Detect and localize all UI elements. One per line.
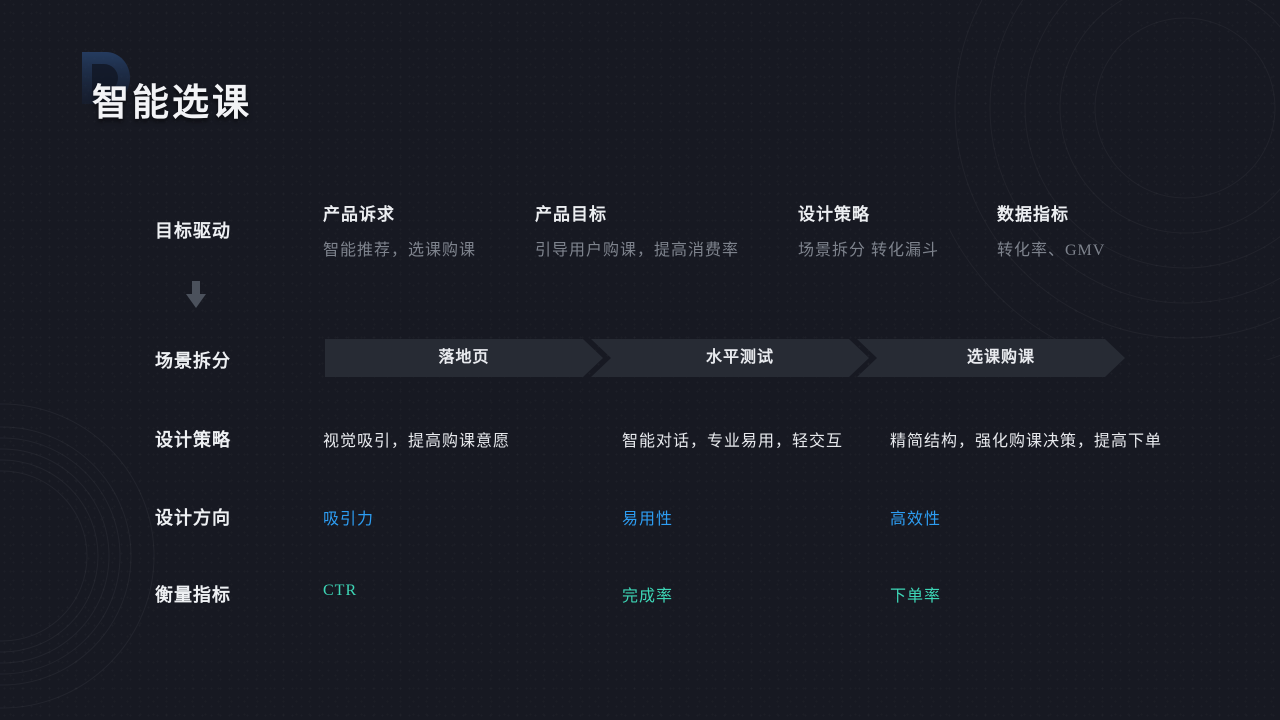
row-label-strategy: 设计策略 (155, 430, 231, 450)
direction-value: 高效性 (890, 511, 942, 528)
metric-value: 下单率 (890, 588, 942, 605)
stage-course-buy: 选课购课 (966, 349, 1035, 366)
strategy-value: 精简结构，强化购课决策，提高下单 (890, 433, 1163, 450)
concentric-circles-top-right (950, 0, 1280, 360)
goal-col-title: 产品目标 (535, 205, 607, 224)
goal-col-desc: 引导用户购课，提高消费率 (535, 242, 740, 259)
stage-level-test: 水平测试 (705, 349, 774, 366)
strategy-value: 视觉吸引，提高购课意愿 (323, 433, 511, 450)
metric-value: CTR (323, 582, 358, 599)
row-label-direction: 设计方向 (155, 508, 231, 528)
page-title: 智能选课 (92, 83, 252, 124)
concentric-circles-bottom-left (0, 403, 155, 709)
process-ribbon (325, 339, 1125, 377)
direction-value: 吸引力 (323, 511, 375, 528)
row-label-metrics: 衡量指标 (155, 585, 231, 605)
d-mark-logo-icon (82, 52, 130, 104)
goal-col-title: 产品诉求 (323, 205, 395, 224)
row-label-goal: 目标驱动 (155, 221, 231, 241)
goal-col-desc: 转化率、GMV (997, 242, 1106, 259)
down-arrow-icon (186, 281, 206, 308)
strategy-value: 智能对话，专业易用，轻交互 (622, 433, 844, 450)
row-label-scene: 场景拆分 (155, 351, 231, 371)
goal-col-title: 设计策略 (798, 205, 870, 224)
goal-col-title: 数据指标 (997, 205, 1069, 224)
metric-value: 完成率 (622, 588, 674, 605)
goal-col-desc: 场景拆分 转化漏斗 (798, 242, 940, 259)
direction-value: 易用性 (622, 511, 674, 528)
stage-landing-page: 落地页 (438, 349, 490, 366)
goal-col-desc: 智能推荐，选课购课 (323, 242, 477, 259)
